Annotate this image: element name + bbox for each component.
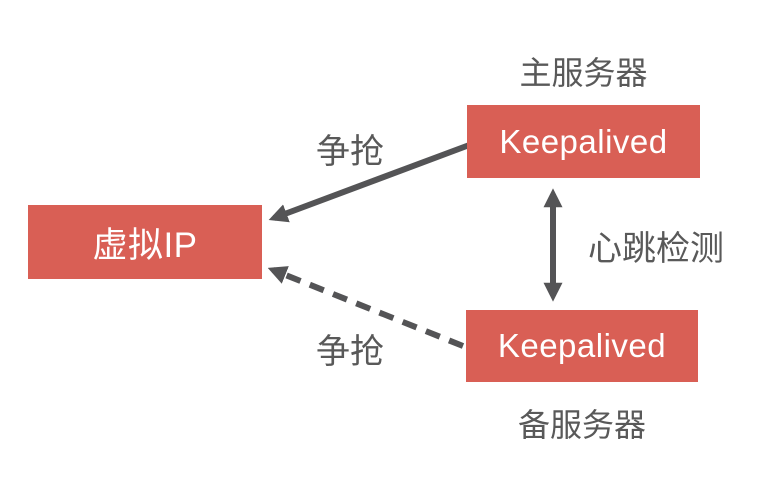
node-virtual-ip: 虚拟IP [28,205,262,279]
backup-keepalived-label: Keepalived [497,327,667,364]
node-primary-keepalived: Keepalived [467,105,700,178]
node-backup-keepalived: Keepalived [466,310,698,382]
backup-server-caption: 备服务器 [517,407,646,443]
heartbeat-label: 心跳检测 [588,230,724,268]
primary-server-caption: 主服务器 [519,55,648,91]
virtual-ip-label: 虚拟IP [92,225,198,265]
dashed-arrow-backup-to-vip [267,266,465,349]
solid-arrow-primary-to-vip [268,141,474,223]
contend-label-backup: 争抢 [316,333,384,371]
contend-label-primary: 争抢 [316,133,384,171]
primary-keepalived-label: Keepalived [499,122,668,160]
